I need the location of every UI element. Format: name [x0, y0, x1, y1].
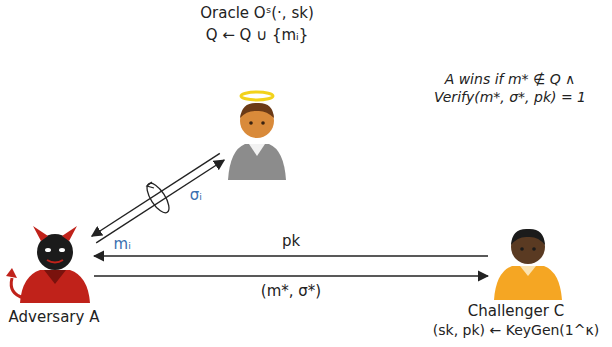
node-subtitle: Q ← Q ∪ {mᵢ} — [147, 26, 367, 45]
adversary-node: Adversary A — [14, 228, 94, 303]
win-condition-note: A wins if m* ∉ Q ∧ Verify(m*, σ*, pk) = … — [420, 70, 600, 106]
message-arrow — [94, 275, 488, 276]
oracle-node: Oracle Oˢ(·, sk)Q ← Q ∪ {mᵢ} — [222, 88, 292, 180]
message-label: pk — [279, 232, 303, 250]
challenger-node: Challenger C(sk, pk) ← KeyGen(1^κ) — [488, 228, 568, 300]
devil-figure — [6, 226, 90, 303]
node-title: Adversary A — [4, 308, 104, 327]
message-label: σᵢ — [187, 186, 205, 204]
message-label: mᵢ — [111, 235, 134, 253]
angel-figure — [228, 92, 286, 180]
challenger-figure — [494, 229, 562, 300]
node-title: Oracle Oˢ(·, sk) — [147, 4, 367, 23]
node-subtitle: (sk, pk) ← KeyGen(1^κ) — [426, 322, 606, 340]
message-arrow — [92, 153, 220, 236]
message-arrow — [96, 160, 224, 243]
loop-symbol — [143, 180, 173, 216]
message-label: (m*, σ*) — [258, 282, 324, 300]
loop-arrowhead — [147, 182, 154, 188]
node-title: Challenger C — [426, 302, 606, 321]
message-arrow — [94, 255, 488, 256]
